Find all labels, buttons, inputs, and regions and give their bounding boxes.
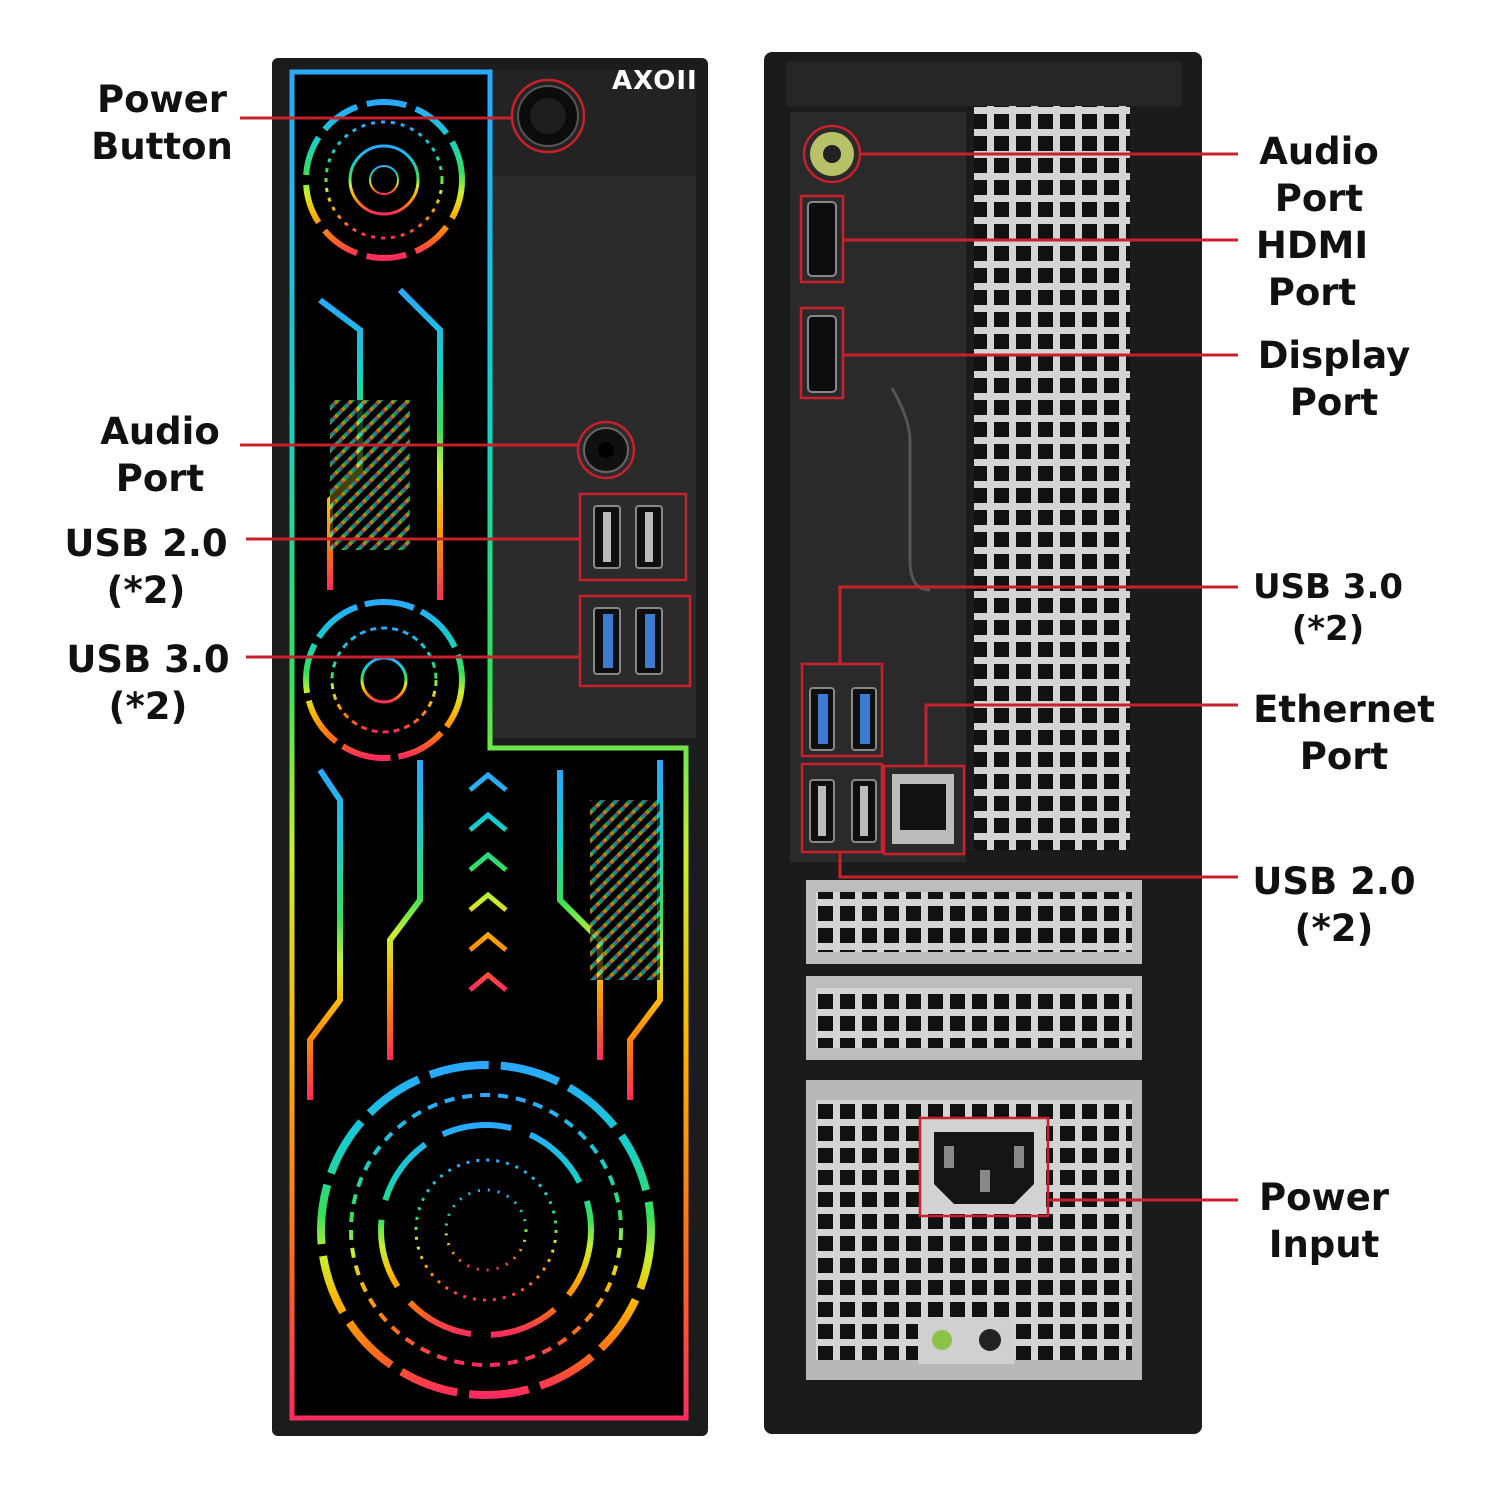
front-usb3-ports — [593, 607, 663, 675]
displayport-port — [807, 315, 837, 393]
label-line: (*2) — [1291, 609, 1365, 649]
label-hdmi-port: HDMI Port — [1244, 222, 1380, 316]
label-line: (*2) — [1294, 907, 1374, 950]
label-rear-usb2: USB 2.0 (*2) — [1244, 858, 1424, 952]
label-line: Audio — [1259, 130, 1379, 173]
front-highlights — [510, 78, 692, 688]
label-line: Port — [1289, 381, 1379, 424]
label-line: Port — [1299, 735, 1389, 778]
rear-case — [764, 52, 1202, 1434]
label-line: Power — [96, 78, 228, 121]
label-front-usb3: USB 3.0 (*2) — [56, 636, 240, 730]
label-line: USB 3.0 — [1252, 567, 1404, 607]
label-ethernet-port: Ethernet Port — [1244, 686, 1444, 780]
label-line: Input — [1268, 1223, 1380, 1266]
label-line: Button — [91, 125, 233, 168]
callout-lines — [240, 116, 1238, 1202]
label-line: Port — [1267, 271, 1357, 314]
brand-logo: AXOII — [612, 66, 698, 96]
label-line: HDMI — [1255, 224, 1369, 267]
label-line: (*2) — [108, 685, 188, 728]
label-line: Display — [1257, 334, 1411, 377]
hdmi-port — [807, 201, 837, 277]
label-front-usb2: USB 2.0 (*2) — [56, 520, 236, 614]
label-front-audio-port: Audio Port — [84, 408, 236, 502]
power-icon — [530, 98, 566, 134]
power-inlet — [934, 1132, 1034, 1204]
front-usb2-ports — [593, 505, 663, 569]
label-line: USB 2.0 — [64, 522, 228, 565]
label-rear-usb3: USB 3.0 (*2) — [1244, 566, 1412, 650]
label-line: Ethernet — [1253, 688, 1435, 731]
front-case — [272, 58, 708, 1436]
rear-usb3-ports — [809, 687, 877, 751]
label-power-button: Power Button — [84, 76, 240, 170]
label-line: Power — [1258, 1176, 1390, 1219]
label-line: Port — [115, 457, 205, 500]
label-power-input: Power Input — [1244, 1174, 1404, 1268]
label-display-port: Display Port — [1244, 332, 1424, 426]
label-line: Audio — [100, 410, 220, 453]
label-line: USB 3.0 — [66, 638, 230, 681]
label-line: USB 2.0 — [1252, 860, 1416, 903]
rear-usb2-ports — [809, 779, 877, 843]
label-line: (*2) — [106, 569, 186, 612]
top-vent-grille — [974, 106, 1130, 850]
label-line: Port — [1274, 177, 1364, 220]
label-rear-audio-port: Audio Port — [1244, 128, 1394, 222]
